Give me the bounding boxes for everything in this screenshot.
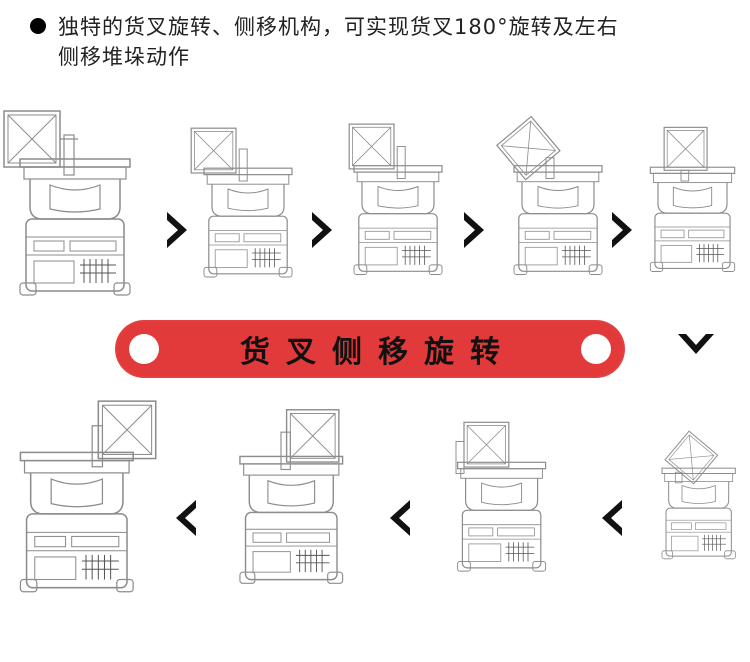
banner-title: 货叉侧移旋转 xyxy=(240,335,516,370)
chevron-right-icon xyxy=(308,210,336,250)
stage-3 xyxy=(330,100,450,305)
stage-1 xyxy=(0,105,150,305)
stage-7 xyxy=(440,395,560,600)
bullet-icon xyxy=(30,18,46,34)
chevron-down-icon xyxy=(676,330,716,358)
stage-6 xyxy=(650,395,750,600)
intro-line-2: 侧移堆垛动作 xyxy=(58,45,190,69)
intro-line-1: 独特的货叉旋转、侧移机构，可实现货叉180°旋转及左右 xyxy=(58,15,619,39)
stage-8 xyxy=(225,395,365,600)
feature-banner: 货叉侧移旋转 xyxy=(115,320,625,378)
stage-5 xyxy=(635,100,750,305)
banner-dot-icon xyxy=(129,334,159,364)
stage-9 xyxy=(5,395,165,600)
banner-dot-icon xyxy=(581,334,611,364)
chevron-left-icon xyxy=(386,498,414,538)
chevron-right-icon xyxy=(608,210,636,250)
stage-4 xyxy=(490,100,610,305)
chevron-left-icon xyxy=(598,498,626,538)
intro-text: 独特的货叉旋转、侧移机构，可实现货叉180°旋转及左右 侧移堆垛动作 xyxy=(58,12,619,72)
stage-2 xyxy=(180,105,300,305)
chevron-right-icon xyxy=(163,210,191,250)
chevron-left-icon xyxy=(172,498,200,538)
chevron-right-icon xyxy=(460,210,488,250)
